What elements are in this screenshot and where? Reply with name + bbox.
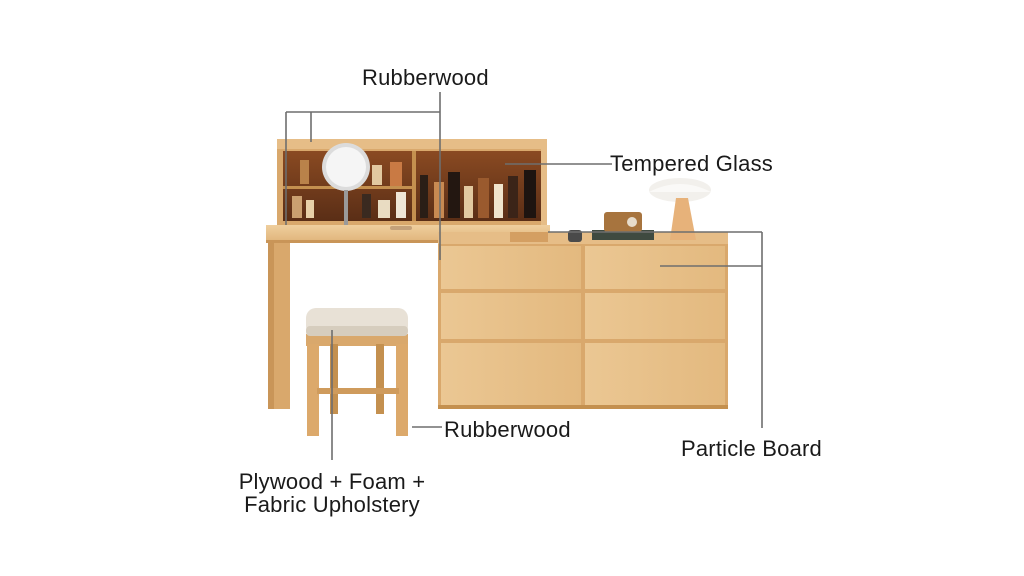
label-particle-board: Particle Board <box>681 436 822 461</box>
leader-lines <box>285 92 763 460</box>
label-stool-seat-line2: Fabric Upholstery <box>244 492 420 517</box>
hutch <box>277 139 547 225</box>
stool <box>306 308 408 436</box>
label-stool-seat-line1: Plywood + Foam + <box>238 469 426 494</box>
desk-left-leg <box>268 236 290 409</box>
label-tempered-glass: Tempered Glass <box>610 151 773 176</box>
label-top-rubberwood: Rubberwood <box>362 65 489 90</box>
dresser-accessories <box>568 178 711 242</box>
cosmetic-bottles <box>292 160 536 218</box>
label-stool-rubberwood: Rubberwood <box>444 417 571 442</box>
dresser <box>438 232 728 409</box>
